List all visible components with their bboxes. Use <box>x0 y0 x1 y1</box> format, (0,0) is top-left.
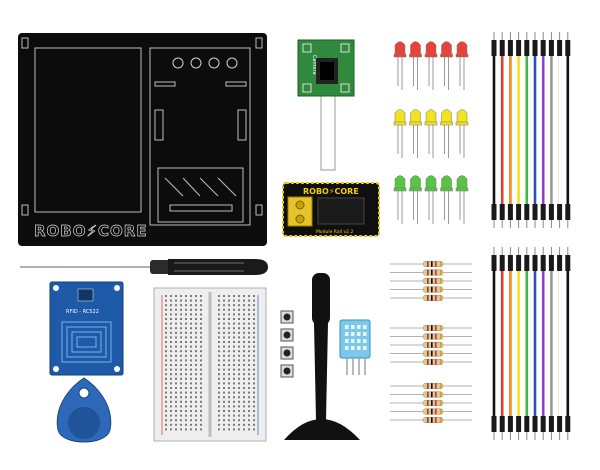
jumper-wire <box>499 32 505 228</box>
jumper-wire <box>507 32 513 228</box>
resistor <box>390 350 472 357</box>
resistor <box>390 260 472 268</box>
led <box>409 109 422 158</box>
led <box>440 109 453 158</box>
resistor <box>390 324 472 332</box>
jumper-wire <box>516 247 522 440</box>
screwdriver <box>20 259 268 275</box>
resistors <box>390 260 472 424</box>
resistor <box>390 408 472 415</box>
breadboard <box>153 287 267 442</box>
dht-sensor <box>339 319 371 375</box>
resistor <box>390 391 472 398</box>
led <box>424 175 438 224</box>
led <box>424 41 438 90</box>
resistor <box>390 399 472 407</box>
camera-module: Camera <box>297 39 355 171</box>
led <box>393 109 407 158</box>
base-plate-logo: ROBO⚡CORE <box>34 222 148 240</box>
rfid-label: RFID - RC522 <box>66 309 99 315</box>
jumper-wires-bottom <box>491 247 571 440</box>
led <box>455 109 469 158</box>
jumper-wire <box>491 32 497 228</box>
resistor <box>390 269 472 276</box>
led <box>455 41 469 90</box>
resistor <box>390 382 472 390</box>
led <box>393 41 407 90</box>
led <box>409 41 422 90</box>
base-plate: ROBO⚡CORE <box>18 33 267 246</box>
resistor <box>390 416 472 424</box>
push-buttons <box>280 310 294 378</box>
jumper-wire <box>499 247 505 440</box>
jumper-wire <box>491 247 497 440</box>
module-board-logo: ROBO⚡CORE <box>303 187 359 196</box>
led-set <box>393 41 469 224</box>
jumper-wire <box>548 247 554 440</box>
jumper-wire <box>507 247 513 440</box>
jumper-wire <box>557 32 563 228</box>
rfid-key-fob <box>56 377 112 443</box>
jumper-wire <box>524 247 530 440</box>
jumper-wire <box>540 32 546 228</box>
led <box>424 109 438 158</box>
led <box>455 175 469 224</box>
led <box>409 175 422 224</box>
jumper-wires-top <box>491 32 571 228</box>
led <box>440 175 453 224</box>
jumper-wire <box>532 247 538 440</box>
led <box>440 41 453 90</box>
jumper-wire <box>540 247 546 440</box>
jumper-wire <box>532 32 538 228</box>
jumper-wire <box>516 32 522 228</box>
jumper-wire <box>548 32 554 228</box>
resistor <box>390 294 472 302</box>
resistor <box>390 341 472 349</box>
resistor <box>390 333 472 340</box>
resistor <box>390 358 472 366</box>
resistor <box>390 286 472 293</box>
resistor <box>390 277 472 285</box>
jumper-wire <box>557 247 563 440</box>
module-board: ROBO⚡CORE Module Rail v2.2 <box>282 182 380 237</box>
module-board-label: Module Rail v2.2 <box>316 229 353 235</box>
jumper-wire <box>565 247 571 440</box>
jumper-wire <box>565 32 571 228</box>
rfid-module: RFID - RC522 <box>49 281 124 376</box>
camera-label: Camera <box>311 55 317 75</box>
led <box>393 175 407 224</box>
jumper-wire <box>524 32 530 228</box>
microphone-stand <box>284 273 360 440</box>
